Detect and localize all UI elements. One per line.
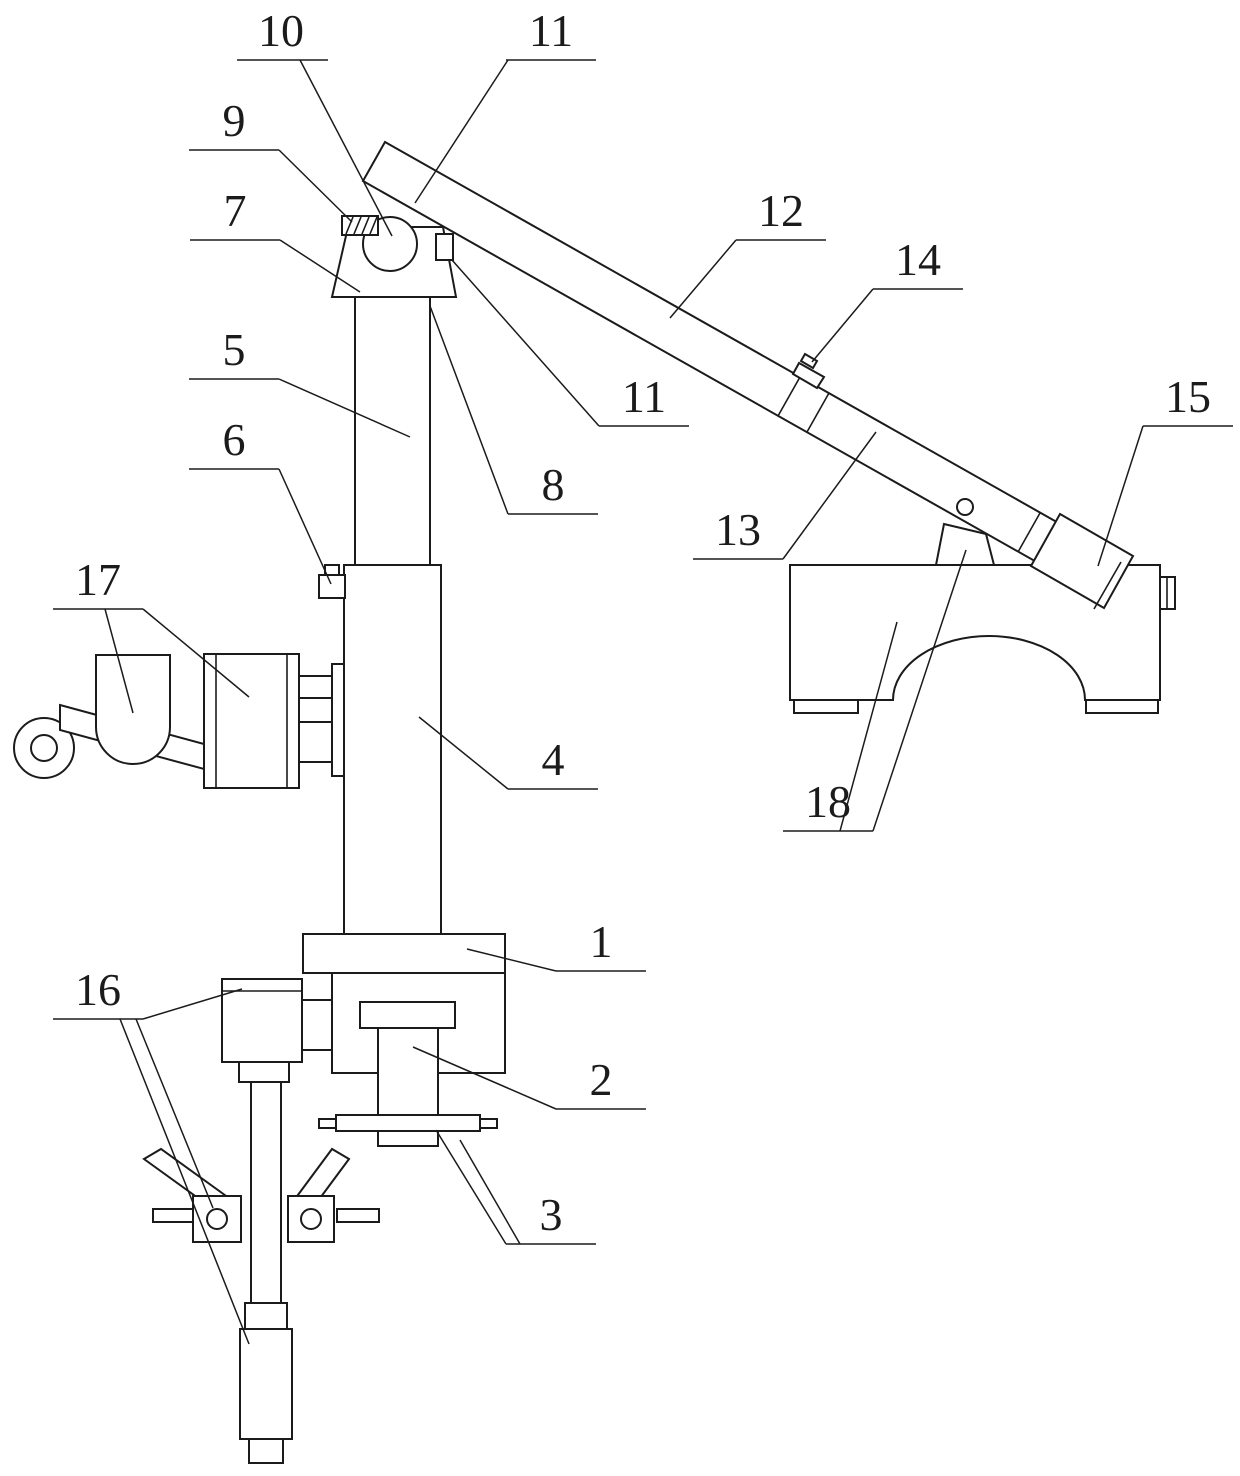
label-12: 12 (758, 185, 804, 236)
handle-pin-left (318, 1118, 337, 1129)
locking-knob (318, 564, 346, 599)
leader-13 (693, 431, 877, 560)
base-clamp-assembly (302, 933, 506, 1147)
vertical-rod (250, 1081, 282, 1306)
clamp-hole-right (300, 1208, 322, 1230)
leader-lines (53, 59, 1233, 1345)
handle-pin-right (479, 1118, 498, 1129)
label-10: 10 (258, 5, 304, 56)
hatched-cap (341, 215, 379, 236)
gear-box (221, 978, 303, 1063)
mount-plate (331, 663, 345, 777)
inclined-boom-arm (361, 140, 1135, 610)
leader-14 (811, 288, 963, 363)
label-8: 8 (542, 459, 565, 510)
beam-support-bracket (934, 522, 996, 566)
label-11-top: 11 (529, 5, 573, 56)
block-body (789, 564, 1161, 701)
lever-tab-left (152, 1208, 196, 1223)
leader-18 (783, 549, 967, 832)
label-17: 17 (75, 554, 121, 605)
rod-foot (248, 1438, 284, 1464)
lever-tab-right (336, 1208, 380, 1223)
leader-4 (418, 716, 598, 790)
leader-9 (189, 149, 353, 223)
upper-column-tube (354, 295, 431, 567)
label-4: 4 (542, 734, 565, 785)
leader-15 (1097, 425, 1233, 567)
leader-17 (53, 608, 250, 714)
screw-flange (359, 1001, 456, 1029)
motor-housing (203, 653, 300, 789)
leader-5 (189, 378, 411, 438)
label-14: 14 (895, 234, 941, 285)
label-16: 16 (75, 964, 121, 1015)
swivel-head-mount (330, 215, 458, 298)
label-6: 6 (223, 414, 246, 465)
support-column (343, 295, 442, 936)
end-sleeve-cap (1029, 512, 1135, 610)
label-1: 1 (590, 916, 613, 967)
side-drive-assembly (13, 653, 345, 789)
lower-sleeve-tube (239, 1328, 293, 1440)
label-3: 3 (540, 1189, 563, 1240)
label-13: 13 (715, 504, 761, 555)
leader-1 (466, 948, 646, 972)
fixing-pin (435, 233, 454, 261)
upper-connector (298, 675, 333, 699)
block-foot-left (793, 699, 859, 714)
pivot-pin (956, 498, 974, 516)
lower-connector (298, 721, 333, 763)
label-5: 5 (223, 324, 246, 375)
label-15: 15 (1165, 371, 1211, 422)
box-connector (301, 999, 333, 1051)
leader-3 (435, 1129, 596, 1245)
roller-hub (30, 734, 58, 762)
leader-16 (53, 988, 250, 1345)
label-2: 2 (590, 1054, 613, 1105)
label-11-mid: 11 (622, 371, 666, 422)
leader-6 (189, 468, 332, 585)
neck (238, 1061, 290, 1083)
leader-12 (669, 239, 826, 319)
lower-rod-assembly (142, 978, 380, 1464)
beam-fitting (791, 352, 826, 390)
clamp-top-plate (302, 933, 506, 974)
rounded-pouch (95, 654, 171, 765)
label-9: 9 (223, 95, 246, 146)
label-7: 7 (224, 185, 247, 236)
leader-10 (237, 59, 393, 237)
leader-11-mid (451, 259, 689, 427)
handle-crossbar (335, 1114, 481, 1132)
block-foot-right (1085, 699, 1159, 714)
counterweight-block (789, 564, 1176, 714)
number-labels: 10 11 9 7 12 14 5 6 11 8 15 13 17 4 18 1… (75, 5, 1211, 1240)
rod-coupling (244, 1302, 288, 1330)
boom-section-joints (777, 376, 1041, 553)
leader-7 (190, 239, 361, 293)
clamp-hole-left (206, 1208, 228, 1230)
leader-2 (412, 1046, 646, 1110)
lower-column-tube (343, 564, 442, 936)
leader-8 (429, 305, 598, 515)
leader-11-top (414, 59, 596, 204)
label-18: 18 (805, 776, 851, 827)
